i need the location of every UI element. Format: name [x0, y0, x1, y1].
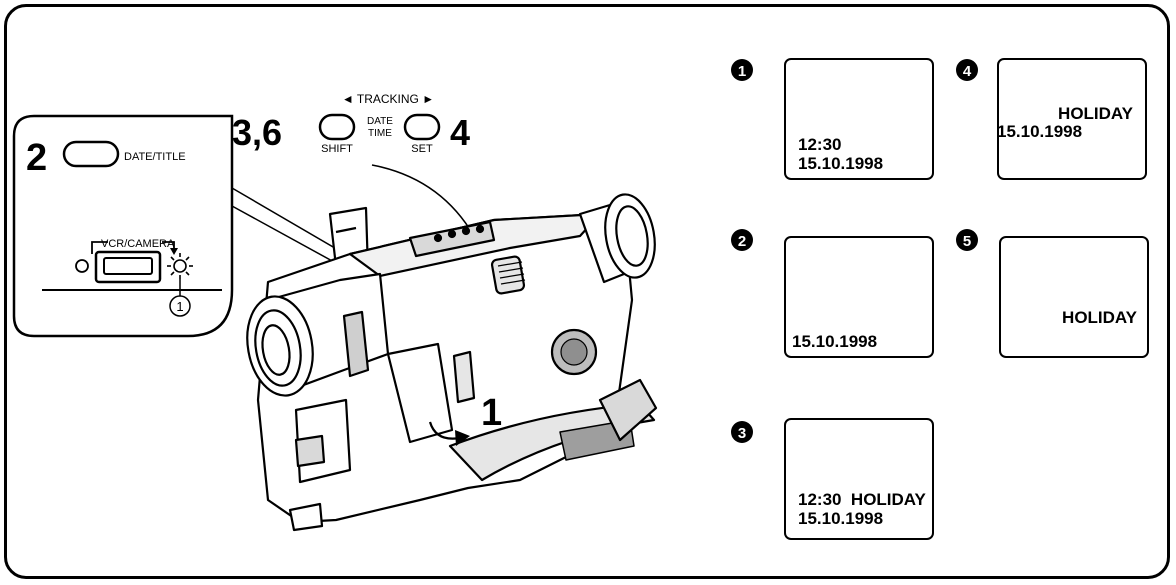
badge-1-number: 1	[738, 63, 746, 80]
display-screen-5: HOLIDAY	[999, 236, 1149, 358]
badge-2-number: 2	[738, 233, 746, 250]
vcr-camera-switch-knob	[103, 257, 153, 275]
tracking-controls: ◄ TRACKING ► 3,6 DATE TIME SHIFT SET 4	[232, 92, 475, 237]
step-4-number: 4	[450, 112, 470, 153]
inset-leader-lines	[231, 187, 353, 269]
step-1-number: 1	[481, 392, 502, 434]
display-screen-2: 15.10.1998	[784, 236, 934, 358]
set-label: SET	[411, 143, 433, 155]
badge-4-number: 4	[963, 63, 972, 80]
tracking-label: ◄ TRACKING ►	[342, 92, 434, 106]
screen-1-line-1: 12:30	[798, 135, 842, 154]
screen-4-line-2: 15.10.1998	[997, 122, 1083, 141]
camera-lamp-lit	[167, 253, 193, 279]
step-2-number: 2	[26, 137, 47, 179]
screen-5-line-2: HOLIDAY	[1062, 308, 1137, 327]
controls-leader-line	[371, 164, 475, 237]
shift-label: SHIFT	[321, 143, 353, 155]
diagram-frame	[4, 4, 1170, 579]
screen-badges: 1 2 3 4 5	[731, 59, 978, 443]
screen-1-line-2: 15.10.1998	[798, 154, 884, 173]
step-3-6-number: 3,6	[232, 112, 282, 153]
date-title-button[interactable]	[62, 140, 120, 168]
display-screen-3: 12:30 HOLIDAY 15.10.1998	[784, 418, 934, 540]
top-control-strip	[408, 220, 496, 258]
screen-3-line-1: 12:30 HOLIDAY	[798, 490, 926, 509]
camcorder	[246, 193, 658, 532]
vcr-camera-label: VCR/CAMERA	[101, 238, 175, 250]
screen-4-line-1: HOLIDAY	[1058, 104, 1133, 123]
date-title-label: DATE/TITLE	[124, 151, 186, 163]
bracket-arrow	[170, 248, 178, 255]
grip-strap	[448, 402, 656, 482]
badge-3-number: 3	[738, 425, 746, 442]
inset-detail-panel: 2 DATE/TITLE VCR/CAMERA 1	[12, 114, 234, 338]
marker-1-circle	[169, 295, 191, 317]
date-time-label-1: DATE	[367, 116, 393, 127]
display-screen-4: HOLIDAY 15.10.1998	[997, 58, 1147, 180]
screen-2-line-2: 15.10.1998	[792, 332, 878, 351]
step-1-callout: 1	[428, 392, 502, 446]
badge-5-number: 5	[963, 233, 971, 250]
display-screen-1: 12:30 15.10.1998	[784, 58, 934, 180]
screen-3-line-2: 15.10.1998	[798, 509, 884, 528]
shift-button[interactable]	[318, 113, 356, 141]
marker-1-number: 1	[176, 299, 183, 314]
vcr-lamp	[75, 259, 89, 273]
set-button[interactable]	[403, 113, 441, 141]
vcr-camera-bracket	[91, 241, 175, 254]
date-time-label-2: TIME	[368, 128, 392, 139]
